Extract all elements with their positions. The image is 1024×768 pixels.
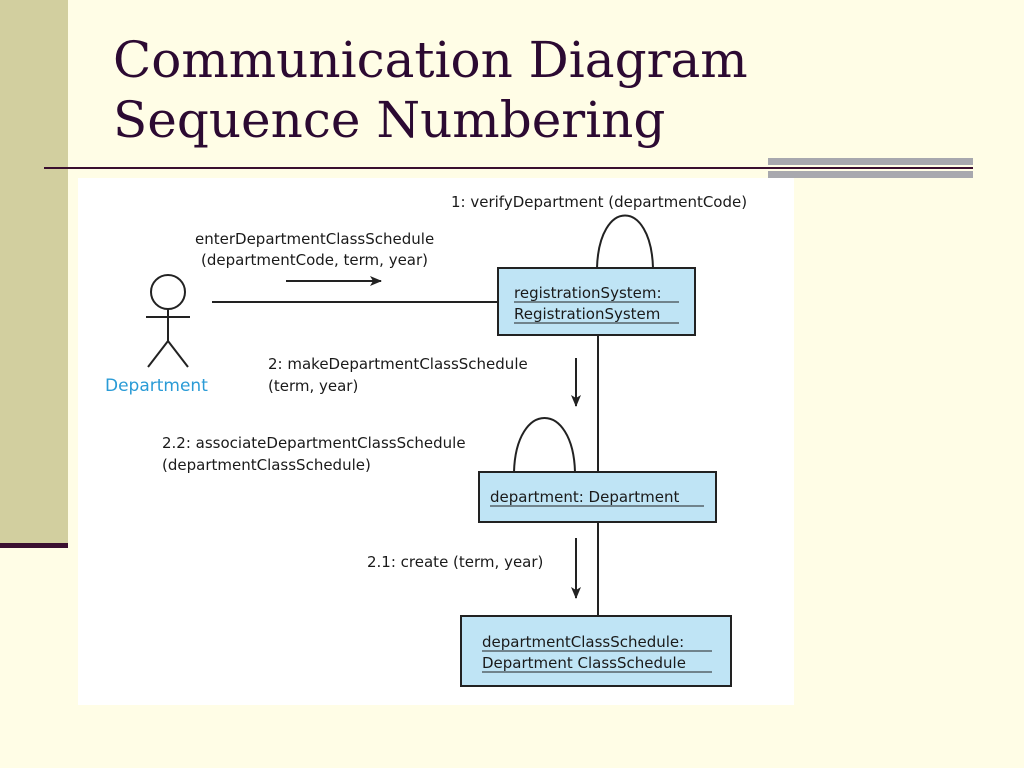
slide-title: Communication Diagram Sequence Numbering <box>113 30 748 150</box>
title-underline <box>44 167 973 169</box>
message-1-self-loop <box>596 214 654 269</box>
title-underline-accent <box>768 158 973 178</box>
accent-band-bottom <box>768 171 973 178</box>
object-department-class-schedule-line-2: Department ClassSchedule <box>482 654 686 672</box>
slide-title-line-1: Communication Diagram <box>113 31 748 89</box>
actor-label: Department <box>105 376 208 396</box>
actor-leg-right <box>167 340 189 368</box>
actor-stick-figure <box>146 274 190 368</box>
object-department-line-1: department: Department <box>490 488 679 506</box>
accent-band-top <box>768 158 973 165</box>
sidebar-rule <box>0 543 68 548</box>
message-2-2-self-loop <box>513 417 576 473</box>
object-registration-system-line-2: RegistrationSystem <box>514 305 660 323</box>
object-department-box <box>478 471 717 523</box>
actor-head <box>150 274 186 310</box>
message-2-line-1: 2: makeDepartmentClassSchedule <box>268 355 528 373</box>
slide-title-line-2: Sequence Numbering <box>113 91 666 149</box>
message-2-1-label: 2.1: create (term, year) <box>367 553 543 571</box>
message-1-label: 1: verifyDepartment (departmentCode) <box>451 193 747 211</box>
communication-diagram: Department enterDepartmentClassSchedule … <box>78 178 794 705</box>
message-2-2-line-1: 2.2: associateDepartmentClassSchedule <box>162 434 466 452</box>
object-registration-system: registrationSystem: RegistrationSystem <box>497 267 696 336</box>
message-2-2-line-2: (departmentClassSchedule) <box>162 456 371 474</box>
actor-leg-left <box>147 340 169 368</box>
object-registration-system-line-1: registrationSystem: <box>514 284 662 302</box>
object-department-class-schedule: departmentClassSchedule: Department Clas… <box>460 615 732 687</box>
message-2-line-2: (term, year) <box>268 377 358 395</box>
message-enter-line-1: enterDepartmentClassSchedule <box>195 230 434 248</box>
sidebar-decoration <box>0 0 68 546</box>
message-enter-line-2: (departmentCode, term, year) <box>201 251 428 269</box>
object-department: department: Department <box>478 471 717 523</box>
diagram-canvas: Department enterDepartmentClassSchedule … <box>105 193 747 687</box>
object-department-class-schedule-line-1: departmentClassSchedule: <box>482 633 684 651</box>
